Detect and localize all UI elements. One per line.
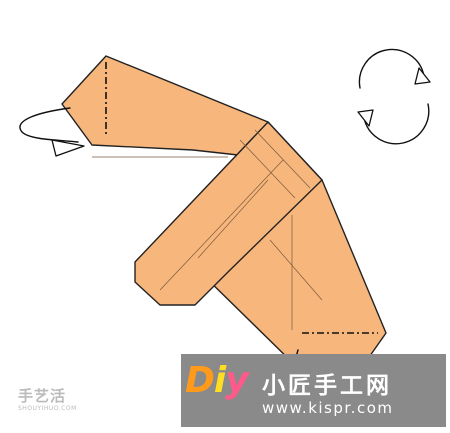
site-url: www.kispr.com [262, 399, 394, 417]
watermark-banner [181, 354, 446, 427]
crease-line [239, 139, 296, 199]
diy-logo-y: y [225, 360, 248, 401]
arrowhead-left [51, 139, 85, 157]
watermark-logo-left: 手艺活 [18, 387, 67, 405]
crease-line [254, 129, 311, 189]
diy-logo: Diy [185, 360, 249, 401]
crease-line [197, 179, 269, 259]
crease-line [159, 159, 284, 291]
diy-logo-i: i [213, 360, 226, 401]
diy-logo-d: D [185, 360, 215, 401]
watermark-url-left: SHOUYIHUO.COM [18, 405, 77, 412]
site-name: 小匠手工网 [262, 373, 392, 399]
crease-line [269, 239, 323, 301]
fold-behind-arrow-left [19, 107, 79, 143]
turn-over-icon [357, 48, 431, 145]
